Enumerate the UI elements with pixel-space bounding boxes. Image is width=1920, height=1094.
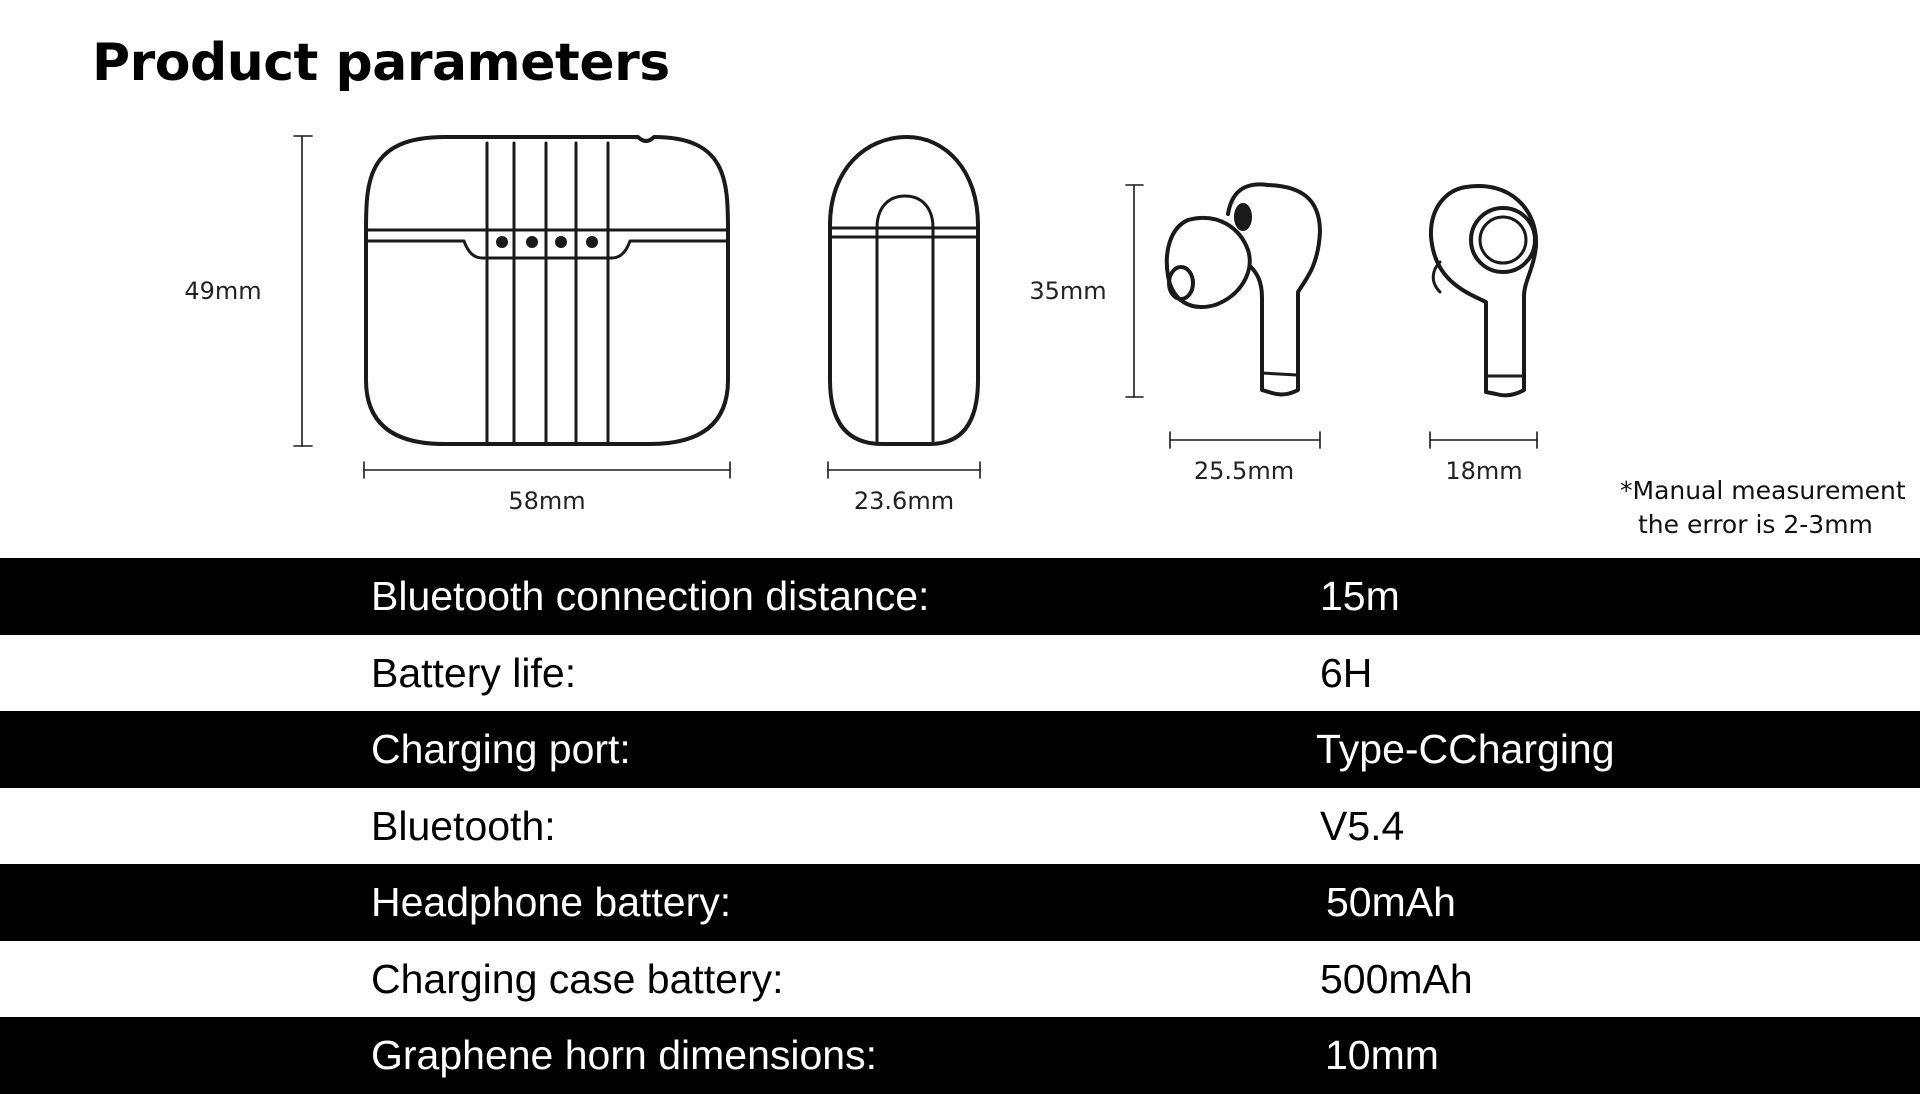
case-height-label: 49mm bbox=[184, 277, 261, 305]
spec-row-headphone-battery: Headphone battery: 50mAh bbox=[0, 864, 1920, 941]
spec-row-charging-port: Charging port: Type-CCharging bbox=[0, 711, 1920, 788]
spec-row-bluetooth-version: Bluetooth: V5.4 bbox=[0, 788, 1920, 864]
spec-value: 500mAh bbox=[1320, 955, 1473, 1002]
spec-label: Headphone battery: bbox=[371, 879, 732, 925]
spec-value: Type-CCharging bbox=[1316, 726, 1615, 772]
page-title: Product parameters bbox=[92, 33, 670, 93]
product-dimension-diagram: 49mm 58mm 23.6mm 35mm 25.5mm 18mm bbox=[184, 135, 1539, 515]
spec-value: 50mAh bbox=[1326, 879, 1456, 925]
spec-row-battery-life: Battery life: 6H bbox=[0, 635, 1920, 711]
spec-label: Graphene horn dimensions: bbox=[371, 1032, 877, 1078]
dimension-lines bbox=[293, 135, 1538, 479]
spec-value: 10mm bbox=[1325, 1032, 1439, 1078]
case-front-illustration bbox=[364, 135, 730, 446]
spec-label: Battery life: bbox=[371, 649, 577, 696]
case-depth-label: 23.6mm bbox=[854, 487, 954, 515]
case-width-label: 58mm bbox=[508, 487, 585, 515]
spec-value: 6H bbox=[1320, 649, 1373, 696]
spec-label: Charging case battery: bbox=[371, 955, 784, 1002]
spec-row-bluetooth-distance: Bluetooth connection distance: 15m bbox=[0, 558, 1920, 635]
spec-row-case-battery: Charging case battery: 500mAh bbox=[0, 941, 1920, 1017]
earbud-height-label: 35mm bbox=[1029, 277, 1106, 305]
spec-row-horn-dimensions: Graphene horn dimensions: 10mm bbox=[0, 1017, 1920, 1094]
earbud-front-width-label: 18mm bbox=[1445, 457, 1522, 485]
spec-value: 15m bbox=[1320, 573, 1400, 619]
spec-table: Bluetooth connection distance: 15m Batte… bbox=[0, 558, 1920, 1094]
earbud-side-width-label: 25.5mm bbox=[1194, 457, 1294, 485]
earbud-side-illustration bbox=[1164, 182, 1322, 397]
earbud-front-illustration bbox=[1428, 184, 1539, 398]
measurement-note-line2: the error is 2-3mm bbox=[1638, 510, 1873, 539]
spec-label: Bluetooth connection distance: bbox=[371, 573, 930, 619]
measurement-note-line1: *Manual measurement bbox=[1620, 476, 1906, 505]
spec-label: Bluetooth: bbox=[371, 802, 556, 849]
spec-value: V5.4 bbox=[1320, 802, 1405, 849]
measurement-note: *Manual measurement the error is 2-3mm bbox=[1620, 474, 1906, 542]
spec-label: Charging port: bbox=[371, 726, 631, 772]
case-side-illustration bbox=[828, 135, 980, 446]
